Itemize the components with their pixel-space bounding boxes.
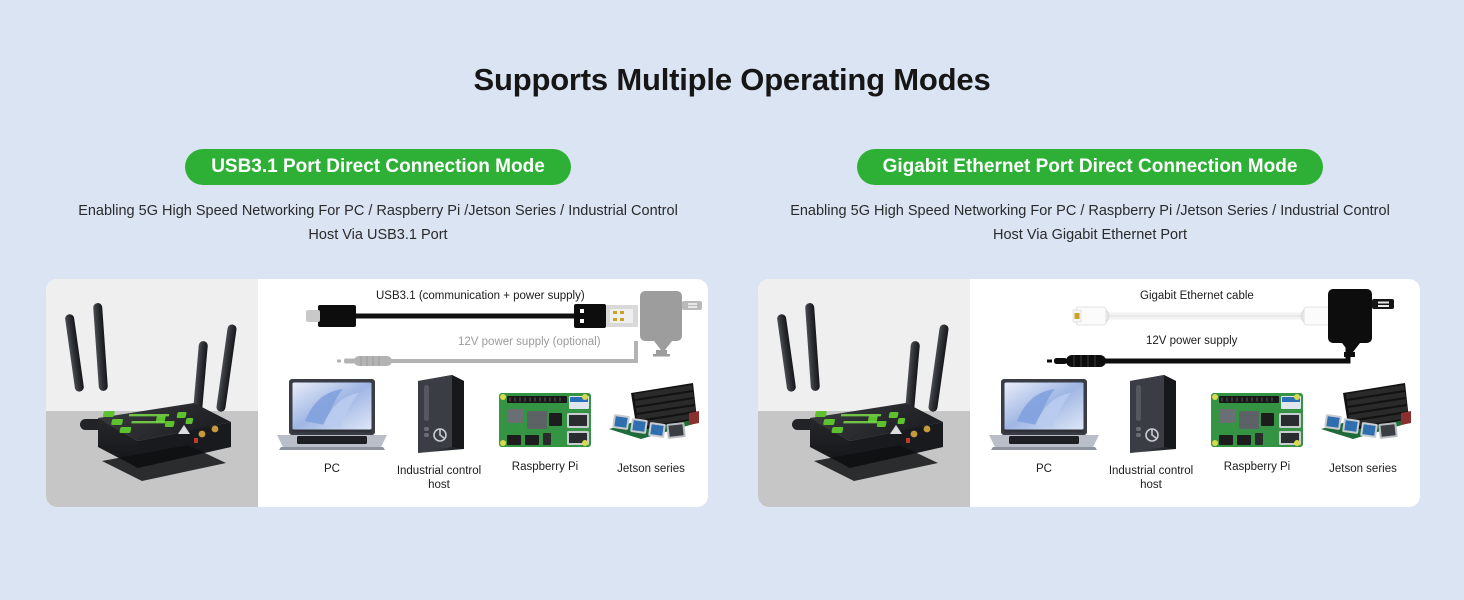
device-label: PC	[1036, 463, 1052, 475]
device-label: PC	[324, 463, 340, 475]
device-pc-usb31: PC	[266, 375, 398, 476]
badge-row-ethernet: Gigabit Ethernet Port Direct Connection …	[734, 149, 1446, 185]
device-industrial-host-usb31: Industrial control host	[386, 373, 492, 493]
mode-badge-usb31[interactable]: USB3.1 Port Direct Connection Mode	[185, 149, 571, 185]
device-pc-ethernet: PC	[978, 375, 1110, 476]
jetson-board-icon	[1321, 383, 1411, 439]
power-cable-12v	[1047, 343, 1351, 367]
device-label: Jetson series	[1329, 463, 1397, 475]
cable-label-ethernet-power: 12V power supply	[1146, 335, 1238, 347]
laptop-icon	[989, 379, 1099, 450]
device-industrial-host-ethernet: Industrial control host	[1098, 373, 1204, 493]
device-label: Industrial control host	[1108, 465, 1194, 492]
power-adapter-black	[1328, 289, 1394, 357]
mode-badge-ethernet[interactable]: Gigabit Ethernet Port Direct Connection …	[856, 149, 1324, 185]
device-label: Raspberry Pi	[1223, 461, 1291, 473]
power-cable-optional	[337, 341, 638, 366]
product-photo-ethernet	[758, 279, 970, 507]
mode-description-ethernet: Enabling 5G High Speed Networking For PC…	[790, 203, 1390, 244]
power-adapter-gray	[640, 291, 702, 357]
cable-label-usb31-primary: USB3.1 (communication + power supply)	[376, 290, 585, 302]
device-list-usb31: PC	[258, 375, 708, 505]
ethernet-cable	[1072, 306, 1339, 326]
router-product-image	[65, 303, 237, 481]
laptop-icon	[277, 379, 387, 450]
desktop-tower-icon	[1130, 375, 1176, 453]
cable-illustration-ethernet	[1047, 289, 1394, 367]
device-label: Jetson series	[617, 463, 685, 475]
rj45-left	[1072, 306, 1110, 326]
usb31-cable	[306, 304, 638, 328]
device-jetson-usb31: Jetson series	[598, 383, 704, 476]
raspberry-pi-board-icon	[1211, 393, 1303, 447]
device-list-ethernet: PC Industrial contr	[970, 375, 1420, 505]
connection-diagram-usb31: USB3.1 (communication + power supply) 12…	[258, 279, 708, 507]
device-raspberry-pi-ethernet: Raspberry Pi	[1202, 389, 1312, 474]
product-photo-usb31	[46, 279, 258, 507]
diagram-card-ethernet: Gigabit Ethernet cable 12V power supply	[758, 279, 1420, 507]
router-product-image	[777, 303, 949, 481]
connection-diagram-ethernet: Gigabit Ethernet cable 12V power supply	[970, 279, 1420, 507]
mode-card-usb31: USB3.1 Port Direct Connection Mode Enabl…	[22, 0, 734, 600]
mode-card-ethernet: Gigabit Ethernet Port Direct Connection …	[734, 0, 1446, 600]
jetson-board-icon	[609, 383, 699, 439]
device-raspberry-pi-usb31: Raspberry Pi	[490, 389, 600, 474]
cable-illustration-usb31	[306, 291, 702, 366]
cable-label-usb31-power: 12V power supply (optional)	[458, 336, 601, 348]
diagram-card-usb31: USB3.1 (communication + power supply) 12…	[46, 279, 708, 507]
page-title: Supports Multiple Operating Modes	[473, 62, 991, 97]
desktop-tower-icon	[418, 375, 464, 453]
raspberry-pi-board-icon	[499, 393, 591, 447]
mode-description-usb31: Enabling 5G High Speed Networking For PC…	[78, 203, 678, 244]
device-jetson-ethernet: Jetson series	[1310, 383, 1416, 476]
badge-row-usb31: USB3.1 Port Direct Connection Mode	[22, 149, 734, 185]
device-label: Raspberry Pi	[511, 461, 579, 473]
cable-label-ethernet-primary: Gigabit Ethernet cable	[1140, 290, 1254, 302]
device-label: Industrial control host	[396, 465, 482, 492]
